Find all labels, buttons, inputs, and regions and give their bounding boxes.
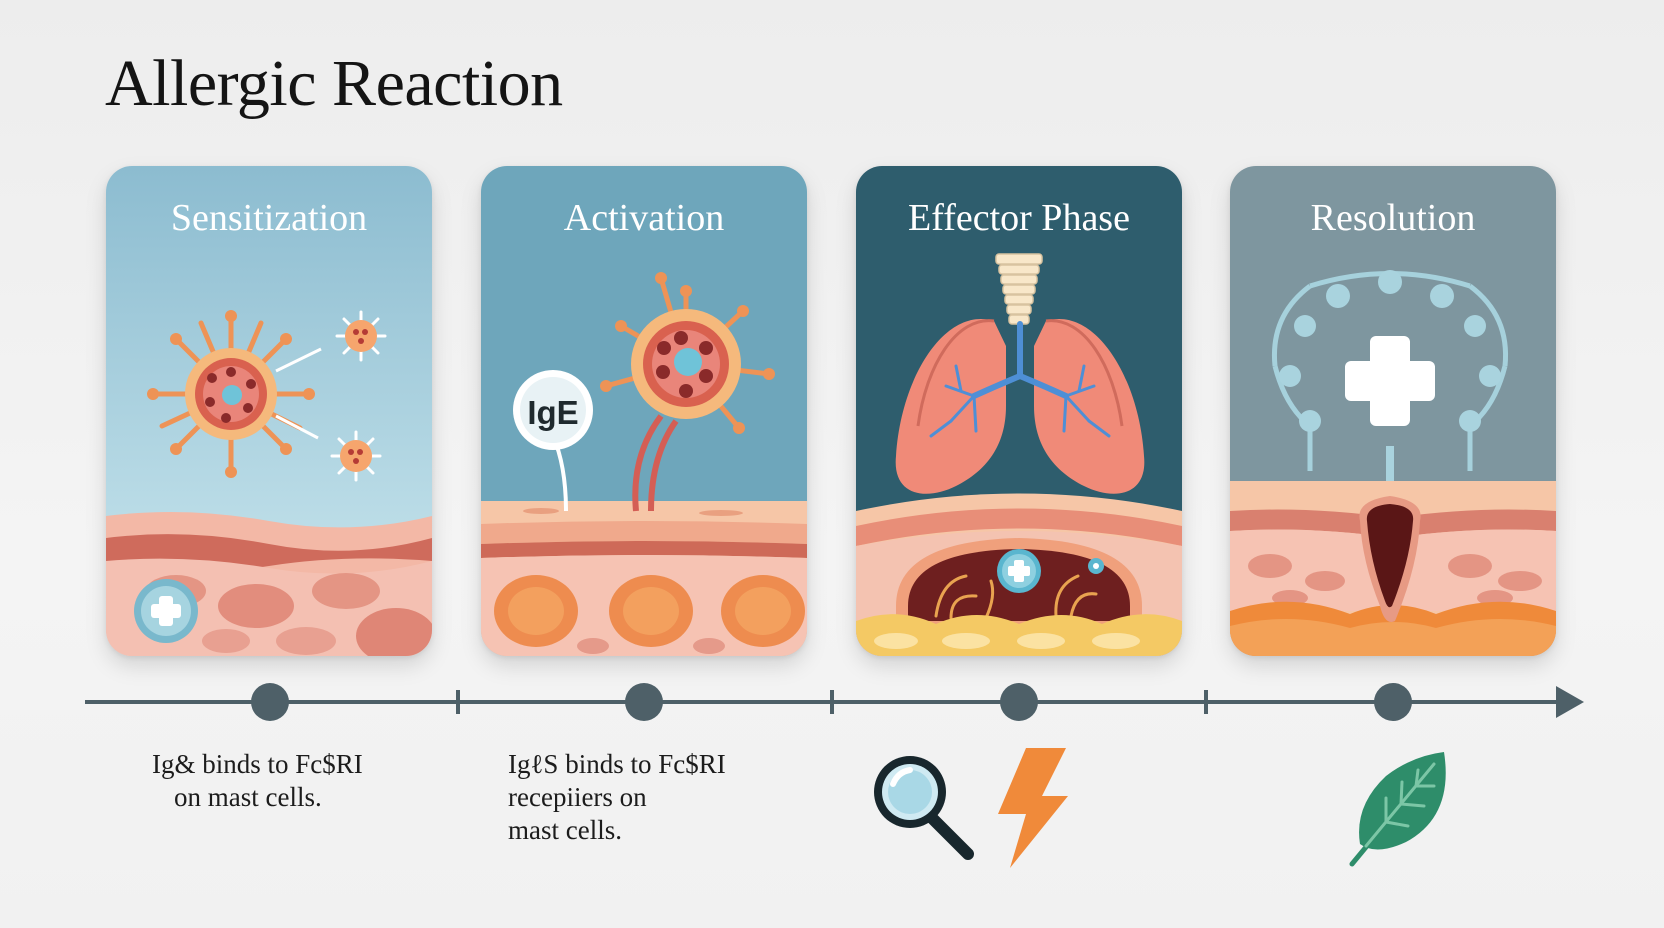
timeline-arrowhead (1556, 686, 1584, 718)
page-title: Allergic Reaction (105, 47, 563, 120)
effector-illustration (856, 166, 1182, 656)
caption-line: Ig& binds to Fc$RI (152, 749, 363, 779)
timeline-node-sensitization (251, 683, 289, 721)
magnifier-icon (874, 756, 974, 860)
activation-illustration (481, 166, 807, 656)
timeline-node-effector-phase (1000, 683, 1038, 721)
stage-title-sensitization: Sensitization (170, 197, 368, 239)
stage-card-sensitization: Sensitization (106, 166, 432, 656)
timeline-node-resolution (1374, 683, 1412, 721)
caption-line: recepiiers on (508, 782, 647, 812)
stage-title-effector-phase: Effector Phase (908, 197, 1130, 239)
stage-card-effector-phase: Effector Phase (856, 166, 1182, 656)
sensitization-illustration (106, 166, 432, 656)
caption-activation: IgℓS binds to Fc$RI recepiiers on mast c… (508, 748, 726, 847)
lightning-icon (998, 748, 1068, 868)
stage-card-activation: Activation IgE (481, 166, 807, 656)
leaf-icon (1349, 752, 1446, 867)
timeline-node-activation (625, 683, 663, 721)
ige-badge-label: IgE (527, 394, 579, 431)
caption-line: IgℓS binds to Fc$RI (508, 749, 726, 779)
stage-title-resolution: Resolution (1310, 197, 1476, 239)
stage-title-activation: Activation (563, 197, 725, 239)
stage-card-resolution: Resolution (1230, 166, 1556, 656)
resolution-illustration (1230, 166, 1556, 656)
caption-sensitization: Ig& binds to Fc$RI on mast cells. (152, 748, 363, 814)
caption-line: mast cells. (508, 815, 622, 845)
caption-line: on mast cells. (174, 782, 322, 812)
